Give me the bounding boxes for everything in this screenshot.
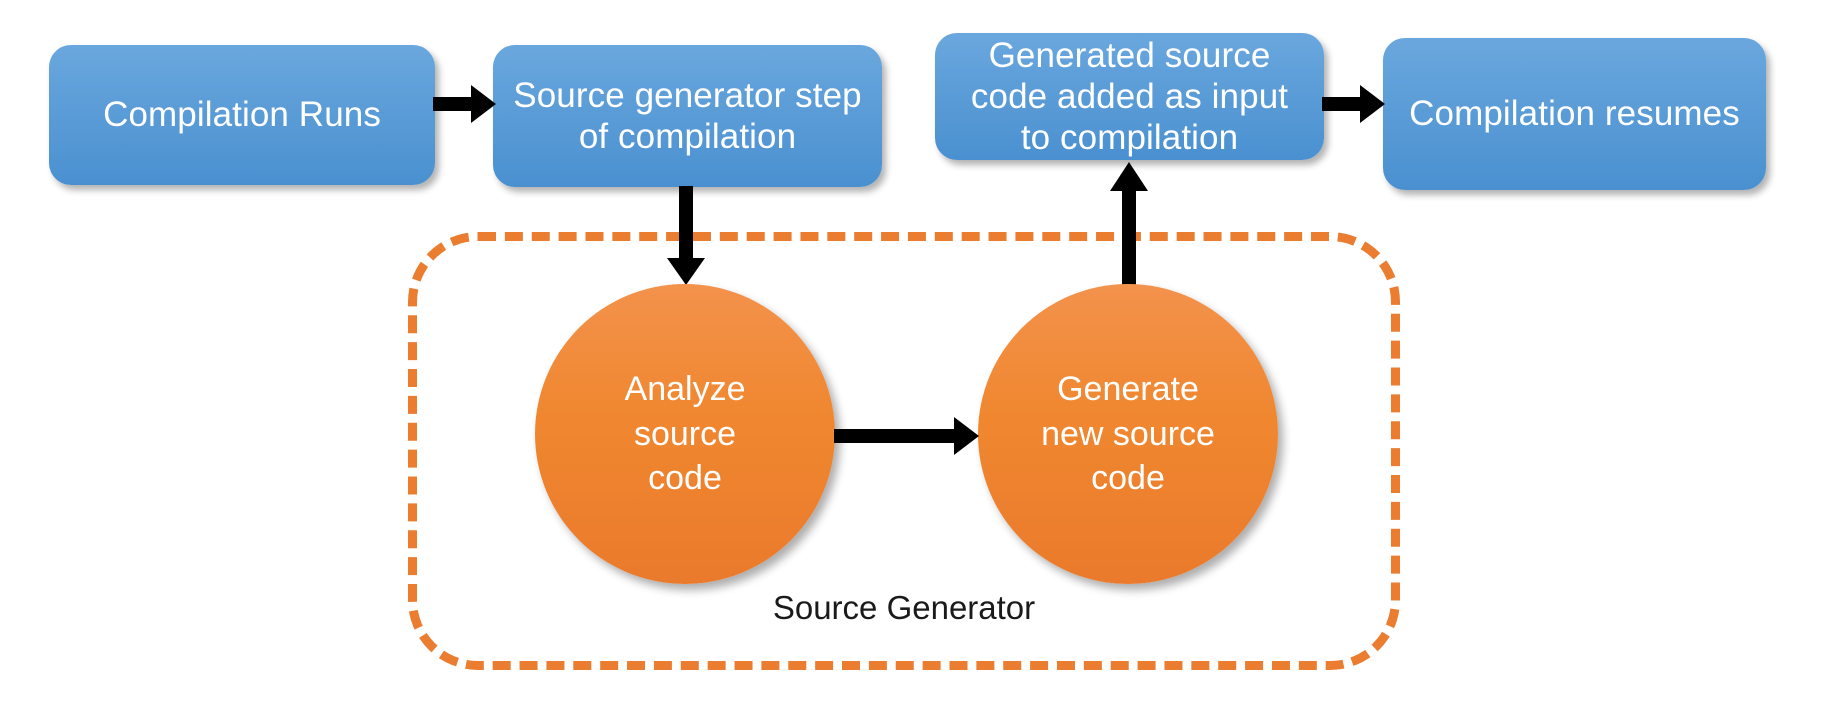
source-generator-group-label: Source Generator xyxy=(772,589,1036,626)
process-box-generated-source-added[interactable]: Generated source code added as input to … xyxy=(935,33,1324,160)
action-circle-analyze-source-code[interactable]: Analyze source code xyxy=(535,284,835,584)
arrow-analyze-to-generate-icon xyxy=(834,414,980,458)
arrow-generate-to-added-icon xyxy=(1107,162,1151,288)
process-box-compilation-runs[interactable]: Compilation Runs xyxy=(49,45,435,185)
process-box-compilation-resumes[interactable]: Compilation resumes xyxy=(1383,38,1766,190)
action-circle-generate-new-source-code[interactable]: Generate new source code xyxy=(978,284,1278,584)
process-box-source-generator-step[interactable]: Source generator step of compilation xyxy=(493,45,882,187)
source-generator-group-box xyxy=(408,232,1400,670)
arrow-runs-to-step-icon xyxy=(433,82,497,126)
arrow-step-to-analyze-icon xyxy=(664,186,708,286)
arrow-added-to-resumes-icon xyxy=(1322,82,1386,126)
